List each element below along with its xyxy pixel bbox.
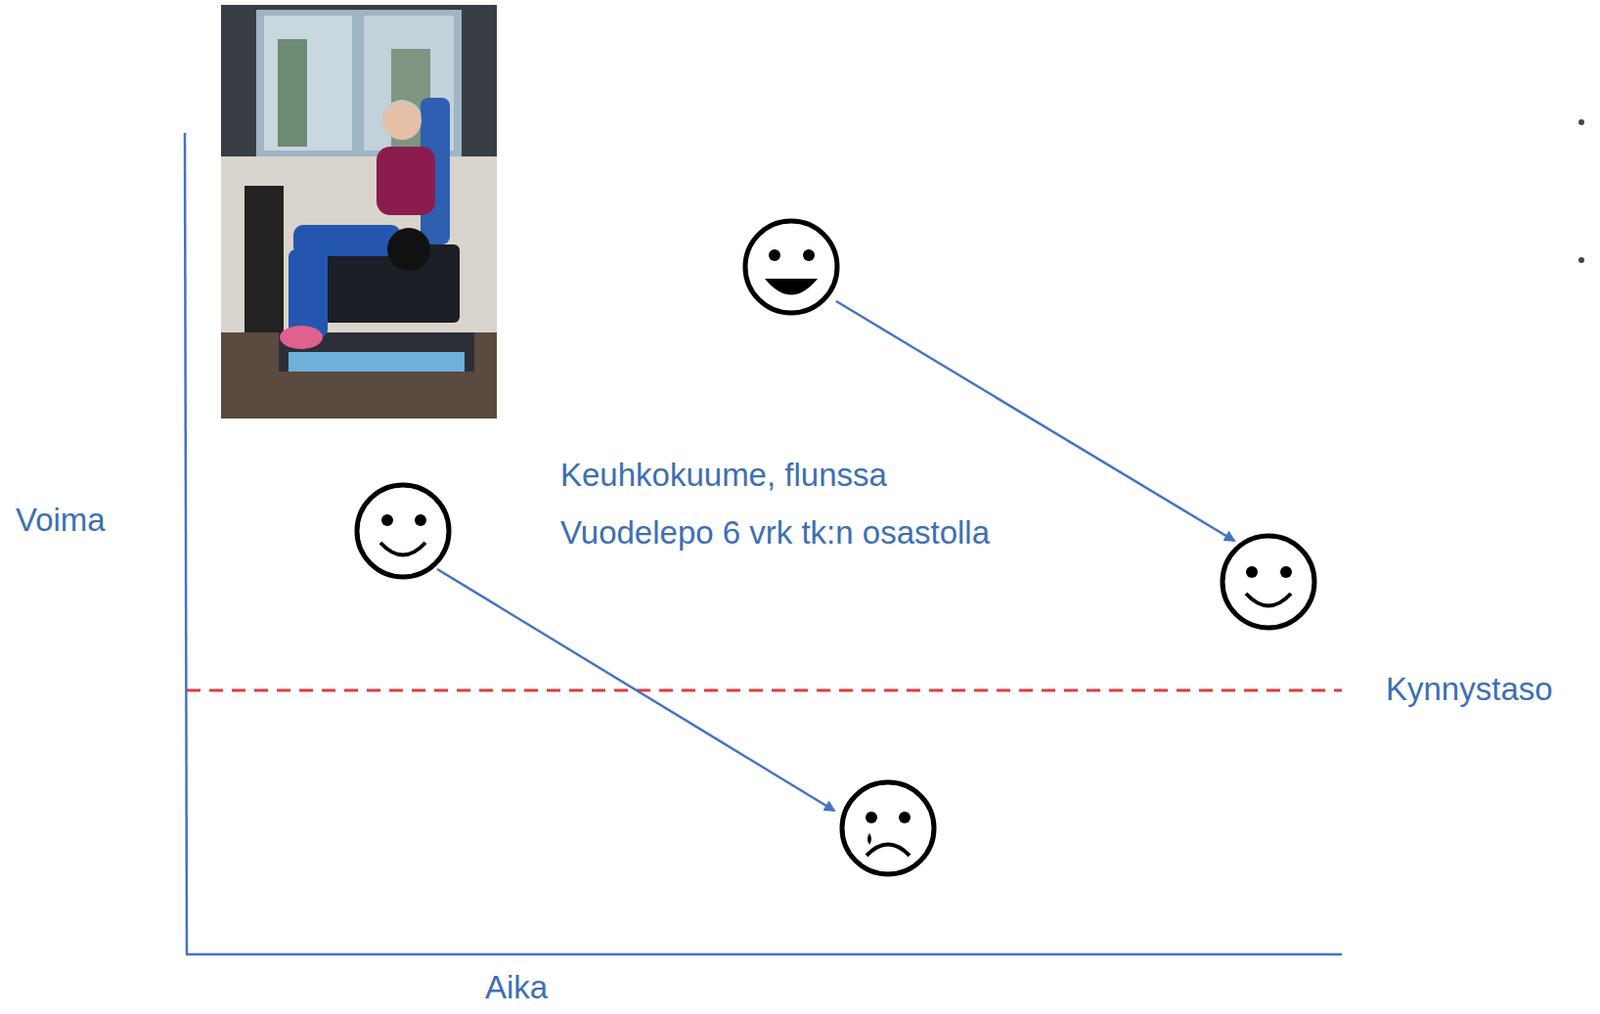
photo [221, 4, 497, 419]
event-note: Vuodelepo 6 vrk tk:n osastolla [560, 513, 990, 553]
decline-arrow [437, 569, 835, 811]
smiling-face [356, 485, 449, 578]
decline-arrow [836, 301, 1235, 541]
grinning-face [745, 221, 838, 313]
bullet-dot [1578, 119, 1585, 126]
axis-title: Aika [485, 968, 548, 1008]
threshold-label: Kynnystaso [1385, 669, 1554, 710]
bullet-dot [1578, 257, 1585, 264]
sad-face [842, 782, 934, 875]
smiling-face [1222, 535, 1315, 628]
x-axis [185, 953, 1342, 957]
event-note: Keuhkokuume, flunssa [560, 455, 888, 495]
axis-title: Voima [15, 500, 106, 540]
threshold-line [186, 689, 1342, 693]
y-axis [184, 133, 187, 955]
